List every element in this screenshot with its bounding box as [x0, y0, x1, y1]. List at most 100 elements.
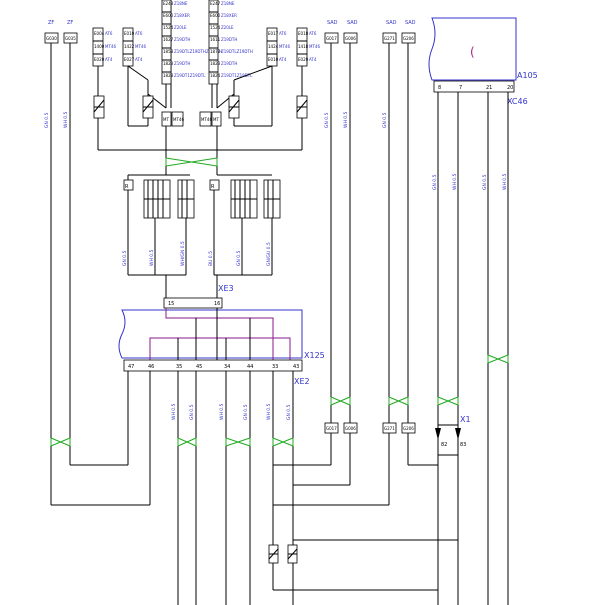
svg-text:G206: G206 — [403, 426, 414, 431]
svg-text:E247: E247 — [210, 1, 221, 6]
svg-text:1823: 1823 — [210, 61, 221, 66]
svg-text:R: R — [125, 184, 129, 190]
svg-text:Z19DTH: Z19DTH — [174, 37, 190, 42]
svg-text:G017: G017 — [326, 426, 337, 431]
svg-text:15: 15 — [168, 301, 174, 307]
svg-text:Z18XER: Z18XER — [174, 13, 190, 18]
svg-text:X125: X125 — [304, 351, 325, 360]
connector-xc46 — [433, 80, 515, 93]
svg-text:GN 0.5: GN 0.5 — [243, 404, 249, 420]
variant-list-left: E248 E600 1524 1627 1858 1823 1828 Z18NE… — [161, 0, 222, 108]
svg-text:Z19DTH: Z19DTH — [174, 61, 190, 66]
bottom-contacts — [268, 544, 298, 564]
terminal-box-label: G006 — [345, 36, 356, 41]
terminal-code: SAD — [327, 20, 338, 26]
svg-text:E017: E017 — [268, 31, 279, 36]
svg-text:43: 43 — [293, 364, 299, 370]
terminal-box-label: G035 — [65, 36, 76, 41]
svg-text:R: R — [211, 184, 215, 190]
svg-text:WH 0.5: WH 0.5 — [149, 249, 155, 266]
svg-text:47: 47 — [128, 364, 134, 370]
svg-text:34: 34 — [224, 364, 230, 370]
svg-text:Z19DTH: Z19DTH — [221, 37, 237, 42]
svg-text:GN 0.5: GN 0.5 — [286, 404, 292, 420]
svg-text:AT6: AT6 — [135, 31, 143, 36]
xc46-pin: 7 — [459, 85, 462, 91]
twisted-pair-markers — [50, 354, 509, 447]
svg-text:AT4: AT4 — [279, 57, 287, 62]
svg-text:AT6: AT6 — [105, 31, 113, 36]
contact-box-2 — [142, 95, 154, 119]
contact-box-3 — [228, 95, 240, 119]
svg-text:XE2: XE2 — [294, 377, 310, 386]
svg-text:E018: E018 — [298, 31, 309, 36]
terminal-code: SAD — [347, 20, 358, 26]
svg-text:XE3: XE3 — [218, 284, 234, 293]
svg-text:G006: G006 — [345, 426, 356, 431]
module-a105: ( A105 8 7 21 20 XC46 — [428, 17, 538, 106]
relay-contacts — [93, 95, 308, 119]
svg-text:WH 0.5: WH 0.5 — [343, 111, 349, 128]
harness-right: R — [209, 174, 281, 298]
svg-text:GN 0.5: GN 0.5 — [122, 250, 128, 266]
terminal-box-label: G017 — [326, 36, 337, 41]
terminal-code: SAD — [405, 20, 416, 26]
svg-text:Z19DTLZ19DTH: Z19DTLZ19DTH — [221, 49, 253, 54]
svg-text:E010: E010 — [268, 57, 279, 62]
contact-box-4 — [296, 95, 308, 119]
svg-text:MT46: MT46 — [309, 44, 320, 49]
svg-text:GN 0.5: GN 0.5 — [236, 250, 242, 266]
svg-text:MT46: MT46 — [135, 44, 146, 49]
svg-text:82: 82 — [441, 442, 447, 448]
svg-text:E248: E248 — [163, 1, 174, 6]
svg-text:AT4: AT4 — [105, 57, 113, 62]
svg-text:46: 46 — [148, 364, 154, 370]
svg-text:1828: 1828 — [163, 73, 174, 78]
svg-text:WH 0.5: WH 0.5 — [502, 173, 508, 190]
svg-text:Z18NE: Z18NE — [221, 1, 235, 6]
svg-text:Z19DTH: Z19DTH — [221, 61, 237, 66]
connector-x1: 82 83 X1 — [435, 415, 471, 448]
harness-left: R — [123, 174, 195, 298]
xc46-pin: 21 — [486, 85, 492, 91]
svg-text:AT6: AT6 — [279, 31, 287, 36]
svg-text:45: 45 — [196, 364, 202, 370]
svg-text:1823: 1823 — [163, 61, 174, 66]
bottom-terminals: G017 G006 G271 G206 — [324, 422, 416, 434]
svg-text:Z19DTLZ19DTHZ18DTH: Z19DTLZ19DTHZ18DTH — [174, 49, 222, 54]
svg-text:Z19DT1Z19DTL: Z19DT1Z19DTL — [221, 73, 253, 78]
svg-text:MT46: MT46 — [173, 117, 184, 122]
svg-text:33: 33 — [272, 364, 278, 370]
svg-text:WH 0.5: WH 0.5 — [171, 403, 177, 420]
xc46-pin: 8 — [438, 85, 441, 91]
terminal-code: ZF — [48, 20, 54, 26]
svg-text:1872: 1872 — [210, 49, 221, 54]
svg-text:AT4: AT4 — [135, 57, 143, 62]
svg-text:MT: MT — [213, 117, 219, 122]
svg-text:E600: E600 — [163, 13, 174, 18]
terminal-code: ZF — [67, 20, 73, 26]
svg-text:G271: G271 — [384, 426, 395, 431]
module-x125: X125 47 46 35 45 34 44 33 43 XE2 — [118, 308, 325, 386]
svg-text:GN 0.5: GN 0.5 — [482, 174, 488, 190]
svg-text:E004: E004 — [94, 31, 105, 36]
contact-box-1 — [93, 95, 105, 119]
svg-text:E600: E600 — [210, 13, 221, 18]
svg-text:1418: 1418 — [298, 44, 309, 49]
svg-text:WH 0.5: WH 0.5 — [219, 403, 225, 420]
svg-text:E027: E027 — [124, 57, 135, 62]
svg-text:WH/GN 0.5: WH/GN 0.5 — [180, 241, 186, 266]
svg-text:83: 83 — [460, 442, 466, 448]
svg-text:GN/GU 0.5: GN/GU 0.5 — [266, 242, 272, 266]
terminal-box-label: G206 — [403, 36, 414, 41]
upper-wiring — [97, 65, 303, 151]
svg-text:MT46: MT46 — [201, 117, 212, 122]
svg-text:GN 0.5: GN 0.5 — [382, 112, 388, 128]
twisted-pair-top — [165, 126, 218, 175]
svg-text:16: 16 — [214, 301, 220, 307]
svg-text:MT: MT — [163, 117, 169, 122]
